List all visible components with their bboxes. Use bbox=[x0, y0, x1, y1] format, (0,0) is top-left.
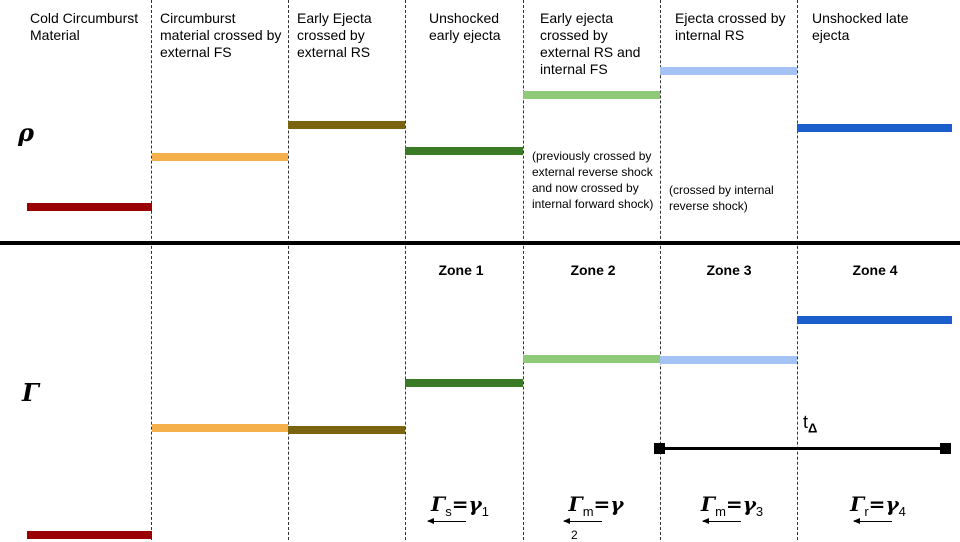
rho-bar-zone2 bbox=[523, 91, 660, 99]
gamma-label-zone3-sub: m bbox=[715, 504, 726, 519]
column-header-unshocked-early: Unshocked early ejecta bbox=[429, 10, 501, 43]
arrow-left-zone1 bbox=[427, 518, 466, 524]
divider-3 bbox=[405, 0, 406, 540]
gamma-bar-early-ejecta-rs bbox=[288, 426, 405, 434]
t-delta-line bbox=[660, 447, 946, 450]
column-header-ejecta-internal-rs: Ejecta crossed by internal RS bbox=[675, 10, 786, 43]
gamma-label-zone2-greek: γ bbox=[610, 492, 624, 516]
gamma-label-zone3-base: Γ bbox=[700, 492, 716, 516]
column-header-early-ejecta-rs: Early Ejecta crossed by external RS bbox=[297, 10, 372, 60]
gamma-label-zone4-sub: r bbox=[864, 504, 869, 519]
zone-2-label: Zone 2 bbox=[570, 262, 616, 278]
t-delta-t: t bbox=[803, 412, 809, 432]
column-header-circumburst-fs: Circumburst material crossed by external… bbox=[160, 10, 282, 60]
gamma-label-zone2-sub: m bbox=[582, 504, 594, 519]
zone3-note: (crossed by internal reverse shock) bbox=[669, 183, 774, 213]
divider-5 bbox=[660, 0, 661, 540]
gamma-label-zone4-base: Γ bbox=[850, 492, 865, 516]
gamma-label-zone2-idx: 2 bbox=[571, 528, 578, 542]
gamma-bar-zone3 bbox=[660, 356, 797, 364]
zone-1-label: Zone 1 bbox=[438, 262, 484, 278]
gamma-bar-circumburst-fs bbox=[152, 424, 288, 432]
gamma-label-zone4-eq: = bbox=[868, 492, 886, 516]
t-delta-label: tΔ bbox=[803, 412, 817, 436]
gamma-label-zone4-idx: 4 bbox=[898, 504, 906, 519]
zone2-note: (previously crossed by external reverse … bbox=[532, 149, 654, 211]
t-delta-left-marker bbox=[654, 443, 665, 454]
gamma-bar-cold-circumburst bbox=[27, 531, 152, 539]
arrow-left-zone4 bbox=[853, 518, 892, 524]
gamma-label-zone4: Γr=γ4 bbox=[813, 492, 943, 519]
gamma-symbol: Γ bbox=[22, 378, 40, 407]
divider-2 bbox=[288, 0, 289, 540]
gamma-label-zone3-greek: γ bbox=[742, 492, 756, 516]
gamma-label-zone3-eq: = bbox=[725, 492, 743, 516]
rho-bar-cold-circumburst bbox=[27, 203, 152, 211]
column-header-early-ejecta-rs-fs: Early ejecta crossed by external RS and … bbox=[540, 10, 641, 77]
gamma-label-zone1: Γs=γ1 bbox=[395, 492, 525, 519]
gamma-bar-zone4 bbox=[797, 316, 952, 324]
rho-bar-circumburst-fs bbox=[152, 153, 288, 161]
gamma-label-zone3: Γm=γ3 bbox=[667, 492, 797, 519]
rho-bar-early-ejecta-rs bbox=[288, 121, 405, 129]
arrow-left-zone3 bbox=[702, 518, 741, 524]
gamma-label-zone1-eq: = bbox=[451, 492, 469, 516]
gamma-label-zone1-idx: 1 bbox=[481, 504, 489, 519]
rho-bar-zone4 bbox=[797, 124, 952, 132]
column-header-cold-circumburst: Cold Circumburst Material bbox=[30, 10, 139, 43]
t-delta-right-marker bbox=[940, 443, 951, 454]
arrow-left-zone2 bbox=[563, 518, 602, 524]
gamma-label-zone2-base: Γ bbox=[568, 492, 583, 516]
gamma-label-zone4-greek: γ bbox=[885, 492, 899, 516]
panel-separator bbox=[0, 241, 960, 245]
gamma-label-zone1-greek: γ bbox=[468, 492, 482, 516]
divider-4 bbox=[523, 0, 524, 540]
t-delta-sub: Δ bbox=[808, 420, 818, 436]
gamma-label-zone1-sub: s bbox=[445, 504, 452, 519]
zone-4-label: Zone 4 bbox=[852, 262, 898, 278]
divider-6 bbox=[797, 0, 798, 540]
gamma-label-zone2: Γm=γ 2 bbox=[531, 492, 661, 541]
gamma-label-zone1-base: Γ bbox=[431, 492, 446, 516]
rho-bar-zone3 bbox=[660, 67, 797, 75]
gamma-bar-zone2 bbox=[523, 355, 660, 363]
gamma-label-zone3-idx: 3 bbox=[755, 504, 764, 519]
rho-bar-unshocked-early bbox=[405, 147, 523, 155]
rho-symbol: ρ bbox=[18, 118, 34, 147]
zone-3-label: Zone 3 bbox=[706, 262, 752, 278]
column-header-unshocked-late: Unshocked late ejecta bbox=[812, 10, 909, 43]
gamma-bar-unshocked-early bbox=[405, 379, 523, 387]
gamma-label-zone2-eq: = bbox=[593, 492, 611, 516]
divider-1 bbox=[151, 0, 152, 540]
